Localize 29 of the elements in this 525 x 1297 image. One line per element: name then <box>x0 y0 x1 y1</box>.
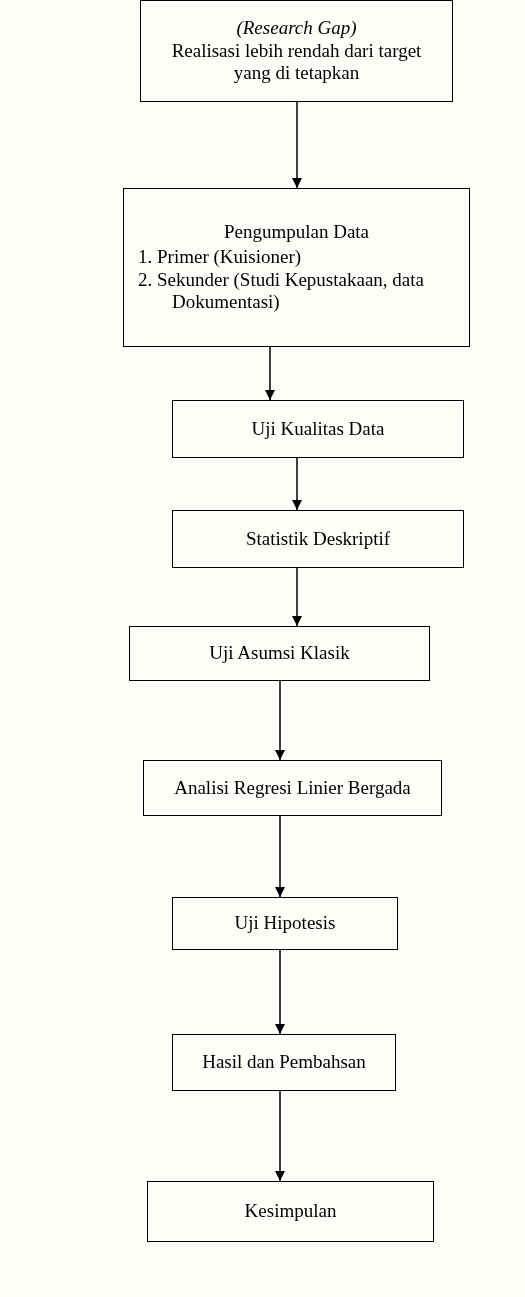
arrow <box>292 101 302 189</box>
heading-text: (Research Gap) <box>236 16 357 40</box>
box-text: Uji Kualitas Data <box>251 417 385 441</box>
box-text: Statistik Deskriptif <box>245 527 391 551</box>
arrow <box>275 949 285 1035</box>
arrow <box>292 567 302 627</box>
process-box <box>140 0 453 102</box>
arrow <box>275 815 285 898</box>
process-box <box>172 1034 396 1091</box>
process-box <box>172 897 398 950</box>
arrow <box>292 457 302 511</box>
box-text: Hasil dan Pembahsan <box>202 1051 366 1074</box>
arrow <box>275 1090 285 1182</box>
process-box <box>147 1181 434 1242</box>
process-box <box>143 760 442 816</box>
box-text: Pengumpulan Data <box>223 220 370 244</box>
process-box <box>172 510 464 568</box>
process-box <box>129 626 430 681</box>
box-text: Uji Hipotesis <box>234 912 336 935</box>
box-text: Kesimpulan <box>244 1200 337 1223</box>
box-text: Realisasi lebih rendah dari target yang di tetapkan <box>170 39 423 86</box>
process-box <box>172 400 464 458</box>
box-text: Uji Asumsi Klasik <box>209 642 350 665</box>
arrow <box>265 346 275 401</box>
list-item: 2. Sekunder (Studi Kepustakaan, data Dokumentasi) <box>138 268 425 315</box>
box-text: Analisi Regresi Linier Bergada <box>174 776 411 800</box>
list-item: 1. Primer (Kuisioner) <box>138 245 302 269</box>
process-box <box>123 188 470 347</box>
arrow <box>275 680 285 761</box>
